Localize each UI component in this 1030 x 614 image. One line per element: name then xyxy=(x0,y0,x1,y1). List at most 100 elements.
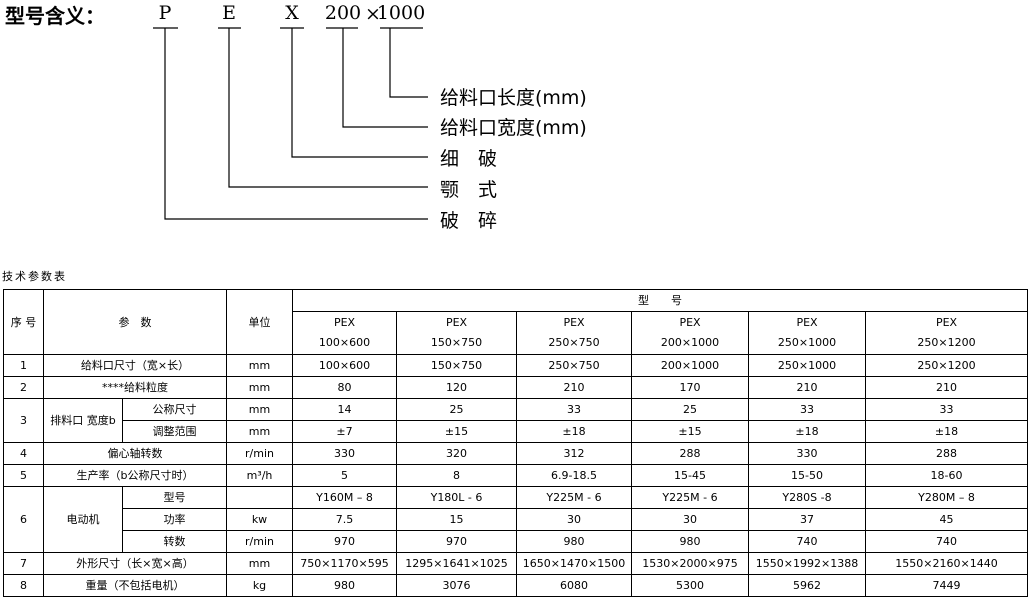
table-cell: Y225M - 6 xyxy=(631,486,749,509)
table-cell: 15-45 xyxy=(631,464,749,487)
table-row-motor-model: 6 电动机 型号 Y160M – 8 Y180L - 6 Y225M - 6 Y… xyxy=(3,486,1028,553)
table-caption: 技术参数表 xyxy=(2,270,67,283)
desc-fine: 细 破 xyxy=(440,148,497,170)
model-meaning-diagram: 型号含义： P E X 200 × 1000 给料口长度(mm) 给料口宽度(m… xyxy=(5,2,587,232)
table-row-weight: 8 重量（不包括电机） kg 980 3076 6080 5300 5962 7… xyxy=(3,574,1028,597)
table-cell: 3076 xyxy=(396,574,517,597)
size-length: 1000 xyxy=(377,2,425,24)
table-cell: 1550×1992×1388 xyxy=(748,552,866,575)
model-meaning-title: 型号含义： xyxy=(5,4,105,28)
row-label: 重量（不包括电机） xyxy=(43,574,227,597)
row-index: 5 xyxy=(3,464,44,487)
table-cell: ±7 xyxy=(292,420,397,443)
table-cell: 288 xyxy=(865,442,1028,465)
table-row-motor-power: 功率 kw 7.5 15 30 30 37 45 xyxy=(4,508,1028,531)
bracket-lines xyxy=(153,27,428,220)
table-cell: 740 xyxy=(748,530,866,553)
row-unit: kg xyxy=(226,574,293,597)
table-cell: 250×1200 xyxy=(865,354,1028,377)
table-cell: 750×1170×595 xyxy=(292,552,397,575)
model-size: 200×1000 xyxy=(660,336,720,349)
table-cell: 312 xyxy=(516,442,632,465)
table-cell: 15-50 xyxy=(748,464,866,487)
model-name: PEX xyxy=(935,316,958,329)
model-header: PEX 200×1000 xyxy=(631,311,749,355)
row-unit: mm xyxy=(226,420,293,443)
table-cell: 25 xyxy=(396,398,517,421)
model-size: 250×750 xyxy=(548,336,600,349)
table-cell: ±15 xyxy=(396,420,517,443)
table-cell: 7.5 xyxy=(292,508,397,531)
row-unit: mm xyxy=(226,354,293,377)
row-unit xyxy=(226,486,293,509)
row-label: 外形尺寸（长×宽×高） xyxy=(43,552,227,575)
table-cell: 250×750 xyxy=(516,354,632,377)
table-cell: 1295×1641×1025 xyxy=(396,552,517,575)
model-name: PEX xyxy=(445,316,468,329)
table-cell: 30 xyxy=(516,508,632,531)
table-cell: 330 xyxy=(748,442,866,465)
table-cell: ±18 xyxy=(748,420,866,443)
size-width: 200 xyxy=(325,2,361,24)
table-cell: ±18 xyxy=(865,420,1028,443)
model-size: 150×750 xyxy=(430,336,483,349)
table-cell: 1530×2000×975 xyxy=(631,552,749,575)
row-unit: kw xyxy=(226,508,293,531)
table-cell: 15 xyxy=(396,508,517,531)
table-cell: 1650×1470×1500 xyxy=(516,552,632,575)
table-cell: 210 xyxy=(865,376,1028,399)
model-name: PEX xyxy=(333,316,356,329)
table-cell: 7449 xyxy=(865,574,1028,597)
model-header: PEX 100×600 xyxy=(292,311,397,355)
model-size: 250×1000 xyxy=(777,336,837,349)
table-cell: 120 xyxy=(396,376,517,399)
table-cell: 210 xyxy=(748,376,866,399)
row-unit: m³/h xyxy=(226,464,293,487)
table-cell: 200×1000 xyxy=(631,354,749,377)
table-cell: 33 xyxy=(748,398,866,421)
header-param: 参 数 xyxy=(43,289,227,355)
row-sublabel: 调整范围 xyxy=(122,420,227,443)
table-row-motor-rpm: 转数 r/min 970 970 980 980 740 740 xyxy=(4,530,1028,553)
row-index: 1 xyxy=(3,354,44,377)
table-cell: 740 xyxy=(865,530,1028,553)
table-cell: 8 xyxy=(396,464,517,487)
model-header: PEX 250×750 xyxy=(516,311,632,355)
table-cell: Y160M – 8 xyxy=(292,486,397,509)
table-cell: 100×600 xyxy=(292,354,397,377)
row-label: 排料口 宽度b xyxy=(43,398,123,443)
table-cell: 250×1000 xyxy=(748,354,866,377)
table-cell: 18-60 xyxy=(865,464,1028,487)
table-cell: 25 xyxy=(631,398,749,421)
model-name: PEX xyxy=(796,316,818,329)
table-row-eccentric-speed: 4 偏心轴转数 r/min 330 320 312 288 330 288 xyxy=(3,442,1028,465)
model-size: 100×600 xyxy=(318,336,371,349)
row-index: 7 xyxy=(3,552,44,575)
table-cell: 33 xyxy=(865,398,1028,421)
table-cell: 30 xyxy=(631,508,749,531)
header-index: 序 号 xyxy=(3,289,44,355)
table-row-feed-grain: 2 ****给料粒度 mm 80 120 210 170 210 210 xyxy=(3,376,1028,399)
row-sublabel: 公称尺寸 xyxy=(122,398,227,421)
letter-p: P xyxy=(159,2,172,24)
table-cell: 970 xyxy=(292,530,397,553)
times-symbol: × xyxy=(365,3,381,25)
model-name: PEX xyxy=(563,316,585,329)
table-cell: 37 xyxy=(748,508,866,531)
table-cell: Y225M - 6 xyxy=(516,486,632,509)
table-cell: Y180L - 6 xyxy=(396,486,517,509)
model-size: 250×1200 xyxy=(917,336,976,349)
table-cell: 330 xyxy=(292,442,397,465)
spec-table: 序 号 参 数 单位 型 号 PEX 100×600 PEX 150×750 PEX… xyxy=(3,289,1028,597)
model-name: PEX xyxy=(679,316,701,329)
row-unit: mm xyxy=(226,376,293,399)
header-unit: 单位 xyxy=(226,289,293,355)
row-unit: r/min xyxy=(226,442,293,465)
desc-feed-length: 给料口长度(mm) xyxy=(440,87,587,109)
row-label: 给料口尺寸（宽×长） xyxy=(43,354,227,377)
table-cell: 6.9-18.5 xyxy=(516,464,632,487)
header-row: 序 号 参 数 单位 型 号 xyxy=(3,289,1028,355)
row-label: 电动机 xyxy=(43,486,123,553)
table-cell: 80 xyxy=(292,376,397,399)
table-cell: 980 xyxy=(516,530,632,553)
